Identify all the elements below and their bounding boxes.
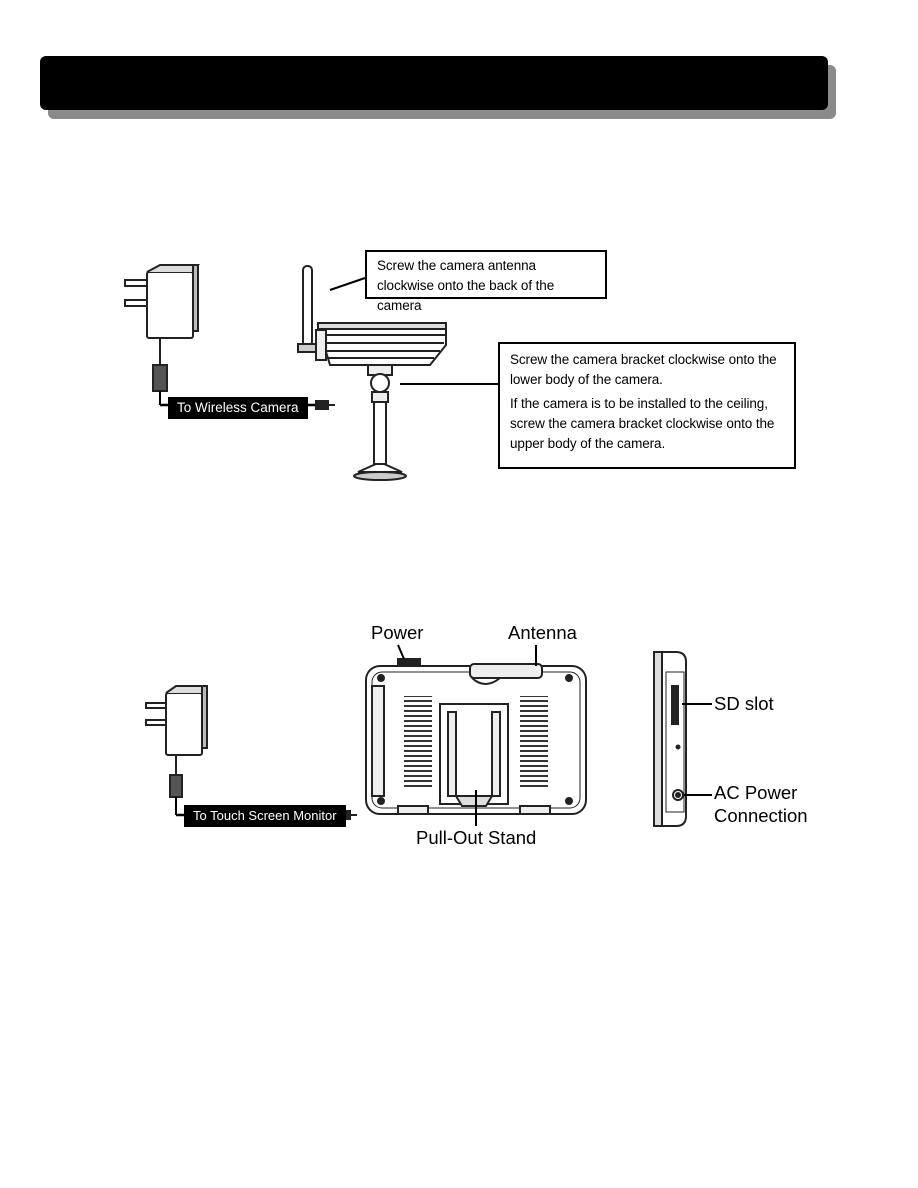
monitor-power-adapter-icon <box>145 685 357 820</box>
wireless-camera-icon <box>297 265 500 481</box>
antenna-callout-text: Screw the camera antenna clockwise onto … <box>377 258 555 313</box>
bracket-callout-text-ceiling: If the camera is to be installed to the … <box>510 396 775 451</box>
antenna-callout: Screw the camera antenna clockwise onto … <box>365 250 607 313</box>
monitor-back-view-icon <box>365 644 587 826</box>
ac-connection-label: Connection <box>714 805 808 826</box>
bracket-callout-text-lower: Screw the camera bracket clockwise onto … <box>510 352 777 387</box>
ac-power-label: AC Power <box>714 782 798 803</box>
title-banner <box>40 56 828 110</box>
power-button-label: Power <box>371 622 424 643</box>
sd-slot-label: SD slot <box>714 693 774 714</box>
bracket-callout: Screw the camera bracket clockwise onto … <box>498 342 796 469</box>
monitor-cable-label: To Touch Screen Monitor <box>184 805 346 827</box>
antenna-label: Antenna <box>508 622 577 643</box>
monitor-side-view-icon <box>653 651 712 827</box>
pull-out-stand-label: Pull-Out Stand <box>416 827 537 848</box>
wireless-camera-cable-label: To Wireless Camera <box>168 397 308 419</box>
